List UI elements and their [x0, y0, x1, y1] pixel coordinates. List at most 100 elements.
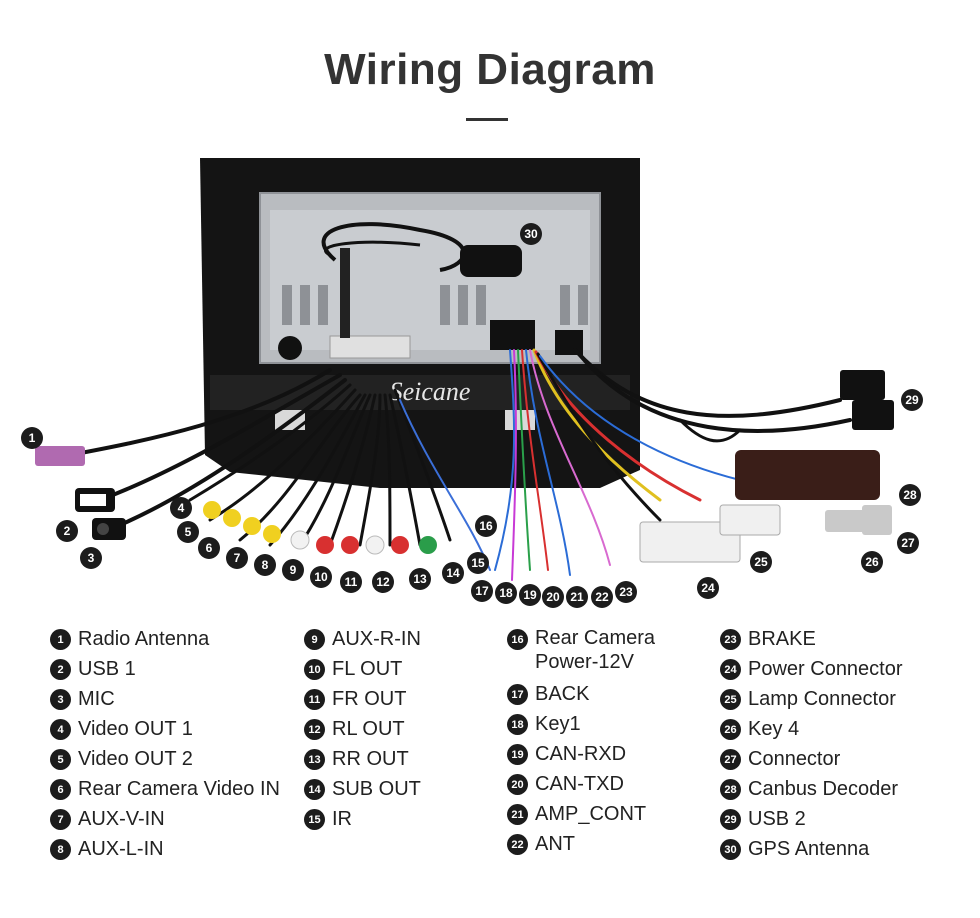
callout-28 — [899, 484, 921, 506]
callout-2 — [56, 520, 78, 542]
page-title: Wiring Diagram — [324, 45, 656, 94]
callouts: 1 2 3 4 5 6 7 8 9 10 11 12 13 14 15 16 1… — [21, 223, 923, 608]
callout-label-1: 1 — [29, 431, 36, 445]
gps-antenna — [321, 222, 522, 338]
callout-15 — [467, 552, 489, 574]
callout-16 — [475, 515, 497, 537]
callout-1 — [21, 427, 43, 449]
callout-label-15: 15 — [471, 556, 485, 570]
callout-22 — [591, 586, 613, 608]
callout-25 — [750, 551, 772, 573]
rca-plugs — [203, 501, 437, 555]
callout-13 — [409, 568, 431, 590]
callout-10 — [310, 566, 332, 588]
callout-label-21: 21 — [570, 590, 584, 604]
callout-14 — [442, 562, 464, 584]
callout-12 — [372, 571, 394, 593]
callout-label-26: 26 — [865, 555, 879, 569]
callout-label-13: 13 — [413, 572, 427, 586]
callout-label-27: 27 — [901, 536, 915, 550]
callout-11 — [340, 571, 362, 593]
callout-label-14: 14 — [446, 566, 460, 580]
callout-19 — [519, 584, 541, 606]
callout-label-23: 23 — [619, 585, 633, 599]
callout-6 — [198, 537, 220, 559]
watermark: Seicane — [390, 377, 471, 406]
callout-5 — [177, 521, 199, 543]
callout-label-9: 9 — [290, 563, 297, 577]
callout-label-16: 16 — [479, 519, 493, 533]
callout-18 — [495, 582, 517, 604]
callout-7 — [226, 547, 248, 569]
callout-label-3: 3 — [88, 551, 95, 565]
callout-label-18: 18 — [499, 586, 513, 600]
callout-label-10: 10 — [314, 570, 328, 584]
callout-label-2: 2 — [64, 524, 71, 538]
callout-label-8: 8 — [262, 558, 269, 572]
callout-17 — [471, 580, 493, 602]
callout-label-11: 11 — [345, 575, 358, 589]
callout-4 — [170, 497, 192, 519]
callout-9 — [282, 559, 304, 581]
callout-20 — [542, 586, 564, 608]
callout-label-25: 25 — [754, 555, 768, 569]
callout-label-28: 28 — [903, 488, 917, 502]
connectors — [35, 370, 894, 563]
callout-label-17: 17 — [475, 584, 489, 598]
callout-label-6: 6 — [206, 541, 213, 555]
callout-label-20: 20 — [546, 590, 560, 604]
callout-23 — [615, 581, 637, 603]
callout-label-5: 5 — [185, 525, 192, 539]
callout-8 — [254, 554, 276, 576]
callout-label-7: 7 — [234, 551, 241, 565]
callout-label-19: 19 — [523, 588, 537, 602]
callout-label-24: 24 — [701, 581, 715, 595]
callout-29 — [901, 389, 923, 411]
callout-label-4: 4 — [178, 501, 185, 515]
callout-label-30: 30 — [524, 227, 538, 241]
callout-26 — [861, 551, 883, 573]
callout-label-12: 12 — [376, 575, 390, 589]
callout-label-22: 22 — [595, 590, 609, 604]
callout-30 — [520, 223, 542, 245]
callout-3 — [80, 547, 102, 569]
callout-24 — [697, 577, 719, 599]
callout-27 — [897, 532, 919, 554]
callout-label-29: 29 — [905, 393, 919, 407]
title-underline — [466, 118, 508, 121]
callout-21 — [566, 586, 588, 608]
